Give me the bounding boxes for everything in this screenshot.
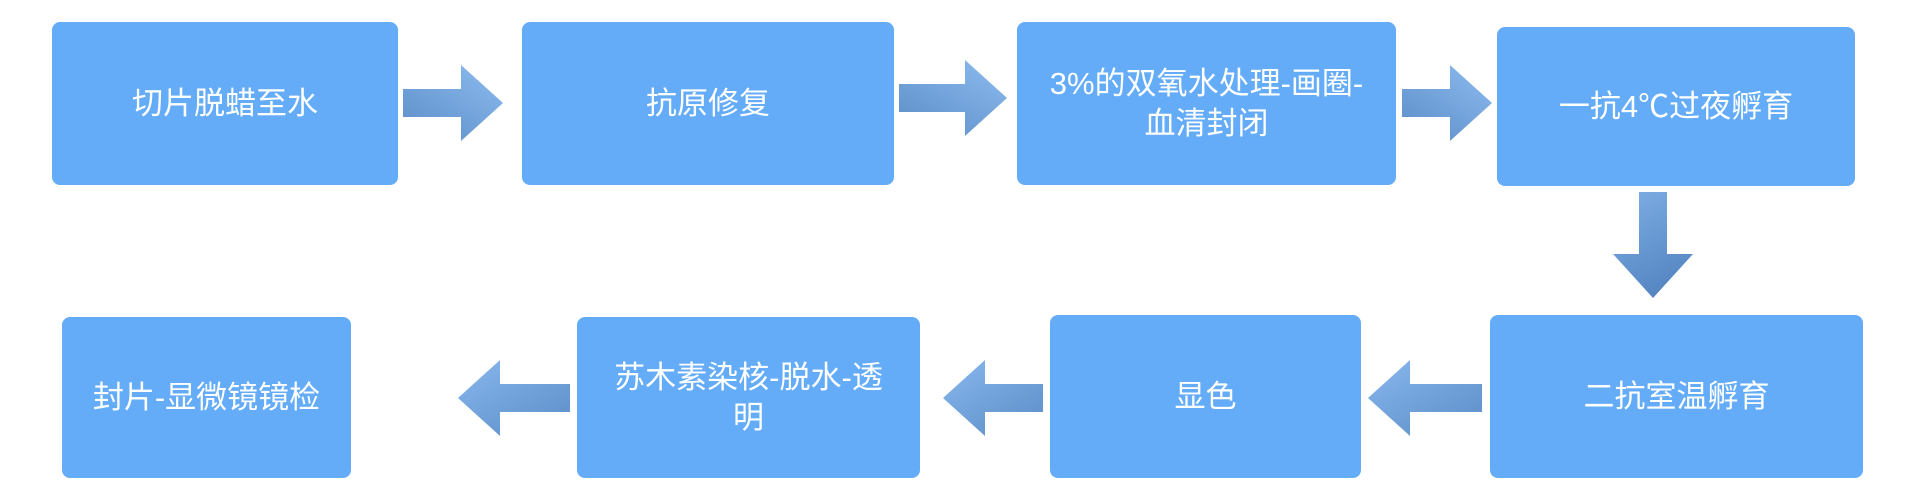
flow-step-label: 3%的双氧水处理-画圈- 血清封闭 (1049, 65, 1364, 141)
flow-step-label: 封片-显微镜镜检 (92, 379, 321, 415)
flow-step-box-2: 抗原修复 (522, 22, 894, 185)
flow-step-label: 二抗室温孵育 (1583, 378, 1770, 414)
flow-step-box-7: 苏木素染核-脱水-透 明 (577, 317, 920, 478)
arrow-left-icon (1368, 360, 1482, 436)
arrow-left-icon (943, 360, 1043, 436)
flow-step-box-4: 一抗4℃过夜孵育 (1497, 27, 1855, 186)
flow-step-label: 显色 (1174, 378, 1237, 414)
arrow-right-icon (403, 65, 503, 141)
arrow-left-icon (458, 360, 570, 436)
flow-step-box-5: 二抗室温孵育 (1490, 315, 1863, 478)
flow-step-label: 抗原修复 (646, 85, 770, 121)
arrow-right-icon (899, 60, 1007, 136)
arrow-right-icon (1402, 65, 1492, 141)
flow-step-box-3: 3%的双氧水处理-画圈- 血清封闭 (1017, 22, 1396, 185)
flow-step-box-6: 显色 (1050, 315, 1361, 478)
flow-step-label: 一抗4℃过夜孵育 (1558, 88, 1794, 124)
flow-step-box-1: 切片脱蜡至水 (52, 22, 398, 185)
arrow-down-icon (1613, 192, 1693, 298)
flow-step-label: 切片脱蜡至水 (132, 85, 318, 121)
flow-step-box-8: 封片-显微镜镜检 (62, 317, 351, 478)
flow-step-label: 苏木素染核-脱水-透 明 (614, 359, 883, 435)
